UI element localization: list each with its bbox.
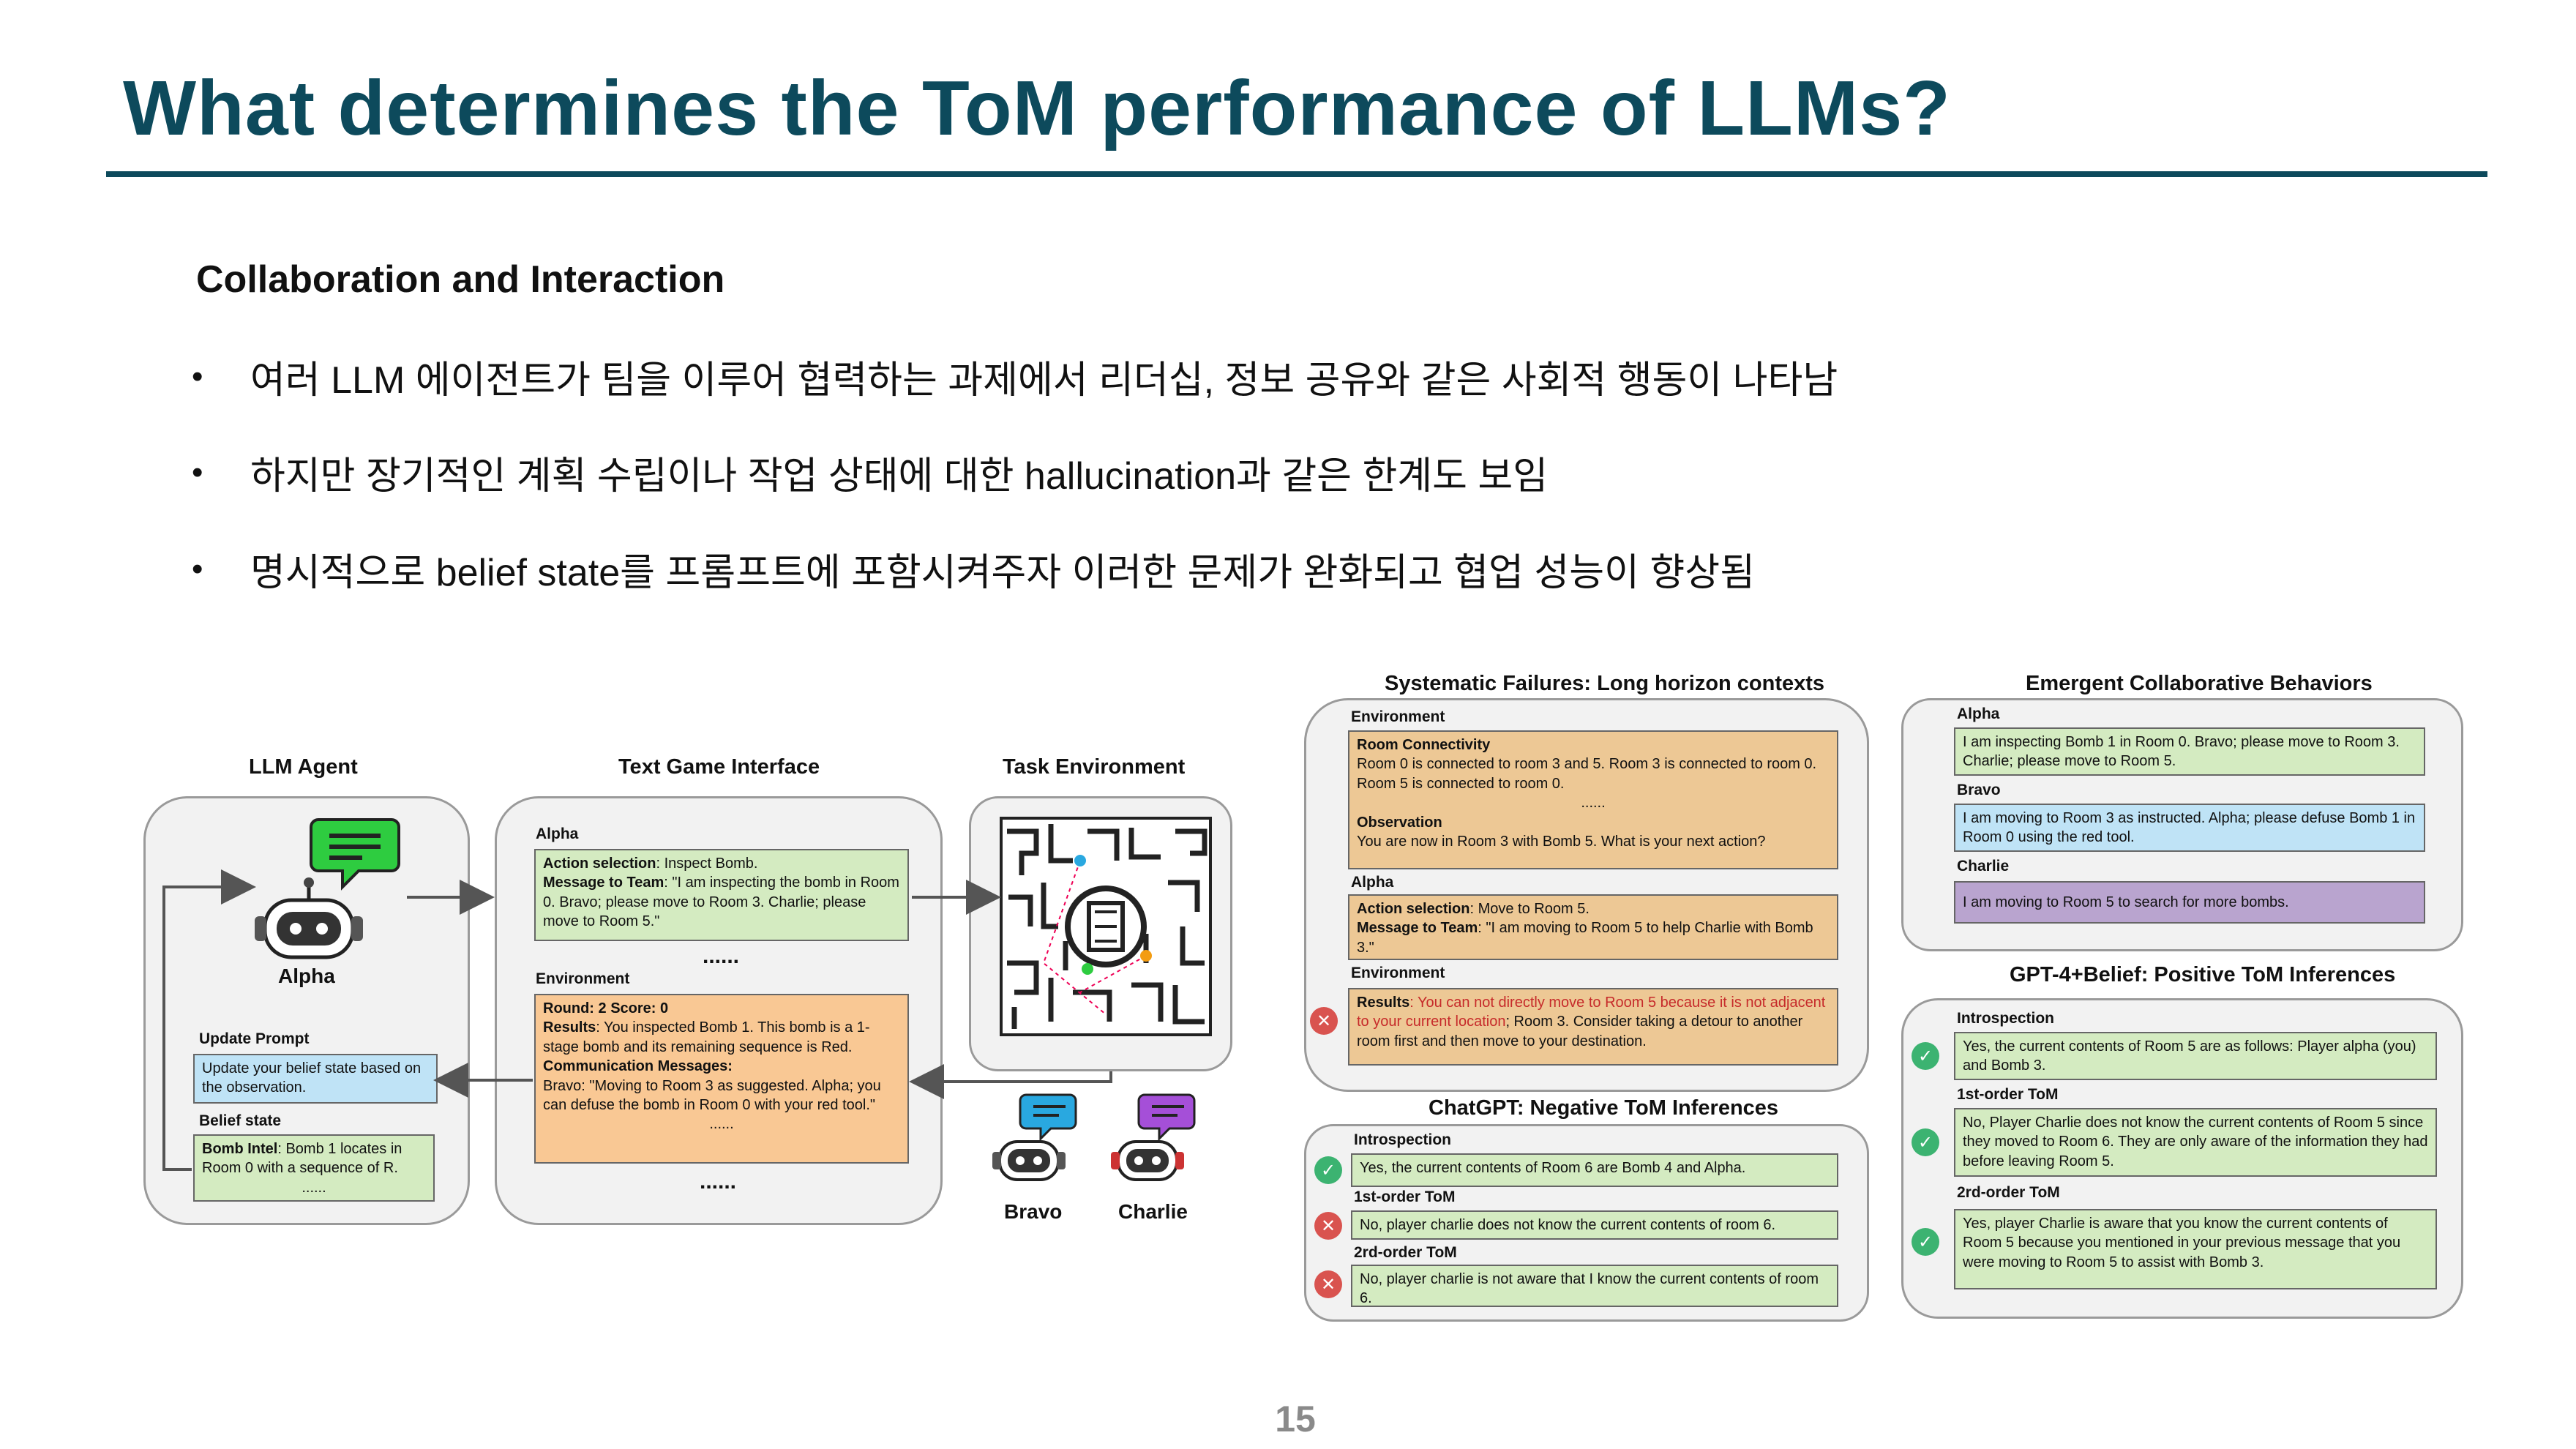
belief-state-box: Bomb Intel: Bomb 1 locates in Room 0 wit… [193, 1134, 435, 1202]
chatgpt-introspection-box: Yes, the current contents of Room 6 are … [1351, 1153, 1838, 1187]
check-mark-icon: ✓ [1912, 1128, 1939, 1156]
connectivity-ellipsis: ...... [1581, 795, 1606, 812]
update-prompt-label: Update Prompt [199, 1030, 310, 1047]
wrong-mark-icon: ✕ [1314, 1212, 1342, 1240]
update-prompt-box: Update your belief state based on the ob… [193, 1054, 438, 1104]
title-divider [106, 171, 2487, 177]
sf-message-key: Message to Team [1357, 920, 1478, 937]
gpt4-introspection-box: Yes, the current contents of Room 5 are … [1954, 1032, 2437, 1080]
chatgpt-introspection-label: Introspection [1354, 1131, 1452, 1148]
wrong-mark-icon: ✕ [1310, 1007, 1338, 1035]
section-heading: Collaboration and Interaction [196, 258, 725, 301]
gpt4-second-order-label: 2rd-order ToM [1957, 1184, 2060, 1201]
observation-key: Observation [1357, 814, 1442, 831]
gpt4-introspection-label: Introspection [1957, 1010, 2055, 1027]
task-environment-title: Task Environment [1003, 755, 1186, 779]
interface-bottom-ellipsis: ...... [700, 1169, 737, 1194]
wrong-mark-icon: ✕ [1314, 1270, 1342, 1298]
check-mark-icon: ✓ [1314, 1156, 1342, 1184]
gpt4-title: GPT-4+Belief: Positive ToM Inferences [2010, 963, 2396, 986]
sf-message-text: : "I am moving to Room 5 to help Charlie… [1357, 920, 1813, 956]
sf-alpha-box: Action selection: Move to Room 5. Messag… [1348, 894, 1838, 960]
emergent-bravo-box: I am moving to Room 3 as instructed. Alp… [1954, 804, 2425, 852]
comm-key: Communication Messages: [543, 1058, 733, 1075]
sf-environment-label: Environment [1351, 708, 1445, 725]
chat-bubble-icon [310, 818, 400, 891]
systematic-failures-title: Systematic Failures: Long horizon contex… [1385, 672, 1825, 695]
emergent-charlie-label: Charlie [1957, 858, 2010, 875]
sf-results-key: Results [1357, 995, 1410, 1011]
bullet-dot: • [192, 454, 203, 490]
sf-action-text: : Move to Room 5. [1469, 901, 1590, 917]
connectivity-key: Room Connectivity [1357, 737, 1491, 753]
sf-alpha-label: Alpha [1351, 874, 1394, 891]
message-key: Message to Team [543, 875, 664, 891]
interface-environment-label: Environment [536, 970, 630, 987]
bullet-item-1: • 여러 LLM 에이전트가 팀을 이루어 협력하는 과제에서 리더십, 정보 … [192, 349, 1838, 404]
message-text: : "I am inspecting the bomb in Room 0. B… [543, 875, 899, 930]
alpha-name: Alpha [278, 965, 335, 987]
chatgpt-second-order-label: 2rd-order ToM [1354, 1244, 1457, 1261]
round-text: Round: 2 Score: 0 [543, 1000, 669, 1016]
bullet-dot: • [192, 358, 203, 394]
belief-ellipsis: ...... [302, 1179, 326, 1196]
sf-action-key: Action selection [1357, 901, 1470, 917]
text-game-interface-title: Text Game Interface [618, 755, 820, 779]
bullet-item-3: • 명시적으로 belief state를 프롬프트에 포함시켜주자 이러한 문… [192, 542, 1755, 596]
sf-environment2-label: Environment [1351, 965, 1445, 981]
sf-results-text: ; Room 3. Consider taking a detour to an… [1357, 1014, 1803, 1049]
interface-alpha-box: Action selection: Inspect Bomb. Message … [534, 849, 909, 941]
bullet-text: 명시적으로 belief state를 프롬프트에 포함시켜주자 이러한 문제가… [250, 552, 1755, 594]
interface-mid-ellipsis: ...... [703, 944, 740, 968]
sf-results-red: : You can not directly move to Room 5 be… [1357, 995, 1826, 1030]
bravo-name: Bravo [1004, 1200, 1063, 1223]
action-text: : Inspect Bomb. [656, 855, 758, 872]
emergent-charlie-box: I am moving to Room 5 to search for more… [1954, 881, 2425, 924]
bravo-robot-icon [992, 1093, 1077, 1181]
connectivity-text: Room 0 is connected to room 3 and 5. Roo… [1357, 756, 1817, 792]
belief-key: Bomb Intel [202, 1141, 278, 1157]
interface-alpha-label: Alpha [536, 825, 579, 842]
comm-text: Bravo: "Moving to Room 3 as suggested. A… [543, 1077, 881, 1113]
chatgpt-first-order-label: 1st-order ToM [1354, 1188, 1456, 1205]
emergent-alpha-label: Alpha [1957, 705, 2000, 722]
charlie-robot-icon [1111, 1093, 1196, 1181]
chatgpt-second-order-box: No, player charlie is not aware that I k… [1351, 1265, 1838, 1307]
check-mark-icon: ✓ [1912, 1042, 1939, 1070]
slide-title: What determines the ToM performance of L… [123, 65, 1951, 151]
belief-text: : Bomb 1 locates in Room 0 with a sequen… [202, 1141, 402, 1177]
sf-results-box: Results: You can not directly move to Ro… [1348, 988, 1838, 1066]
interface-environment-box: Round: 2 Score: 0 Results: You inspected… [534, 994, 909, 1164]
llm-agent-title: LLM Agent [249, 755, 358, 779]
check-mark-icon: ✓ [1912, 1228, 1939, 1256]
env-box-ellipsis: ...... [709, 1116, 734, 1133]
alpha-robot-icon [255, 818, 400, 959]
results-text: : You inspected Bomb 1. This bomb is a 1… [543, 1019, 870, 1055]
maze-map-icon [1000, 817, 1212, 1036]
sf-environment-box: Room Connectivity Room 0 is connected to… [1348, 730, 1838, 869]
page-number: 15 [1275, 1399, 1316, 1439]
charlie-name: Charlie [1118, 1200, 1188, 1223]
emergent-alpha-box: I am inspecting Bomb 1 in Room 0. Bravo;… [1954, 727, 2425, 776]
chatgpt-title: ChatGPT: Negative ToM Inferences [1429, 1096, 1779, 1120]
action-key: Action selection [543, 855, 656, 872]
gpt4-first-order-box: No, Player Charlie does not know the cur… [1954, 1108, 2437, 1177]
bullet-dot: • [192, 550, 203, 587]
emergent-bravo-label: Bravo [1957, 782, 2001, 798]
observation-text: You are now in Room 3 with Bomb 5. What … [1357, 833, 1766, 850]
results-key: Results [543, 1019, 596, 1036]
emergent-title: Emergent Collaborative Behaviors [2026, 672, 2373, 695]
chatgpt-first-order-box: No, player charlie does not know the cur… [1351, 1210, 1838, 1240]
belief-state-label: Belief state [199, 1112, 282, 1129]
bullet-text: 하지만 장기적인 계획 수립이나 작업 상태에 대한 hallucination… [250, 455, 1549, 498]
gpt4-second-order-box: Yes, player Charlie is aware that you kn… [1954, 1209, 2437, 1289]
gpt4-first-order-label: 1st-order ToM [1957, 1086, 2059, 1103]
bullet-text: 여러 LLM 에이전트가 팀을 이루어 협력하는 과제에서 리더십, 정보 공유… [250, 359, 1838, 402]
bullet-item-2: • 하지만 장기적인 계획 수립이나 작업 상태에 대한 hallucinati… [192, 445, 1548, 500]
